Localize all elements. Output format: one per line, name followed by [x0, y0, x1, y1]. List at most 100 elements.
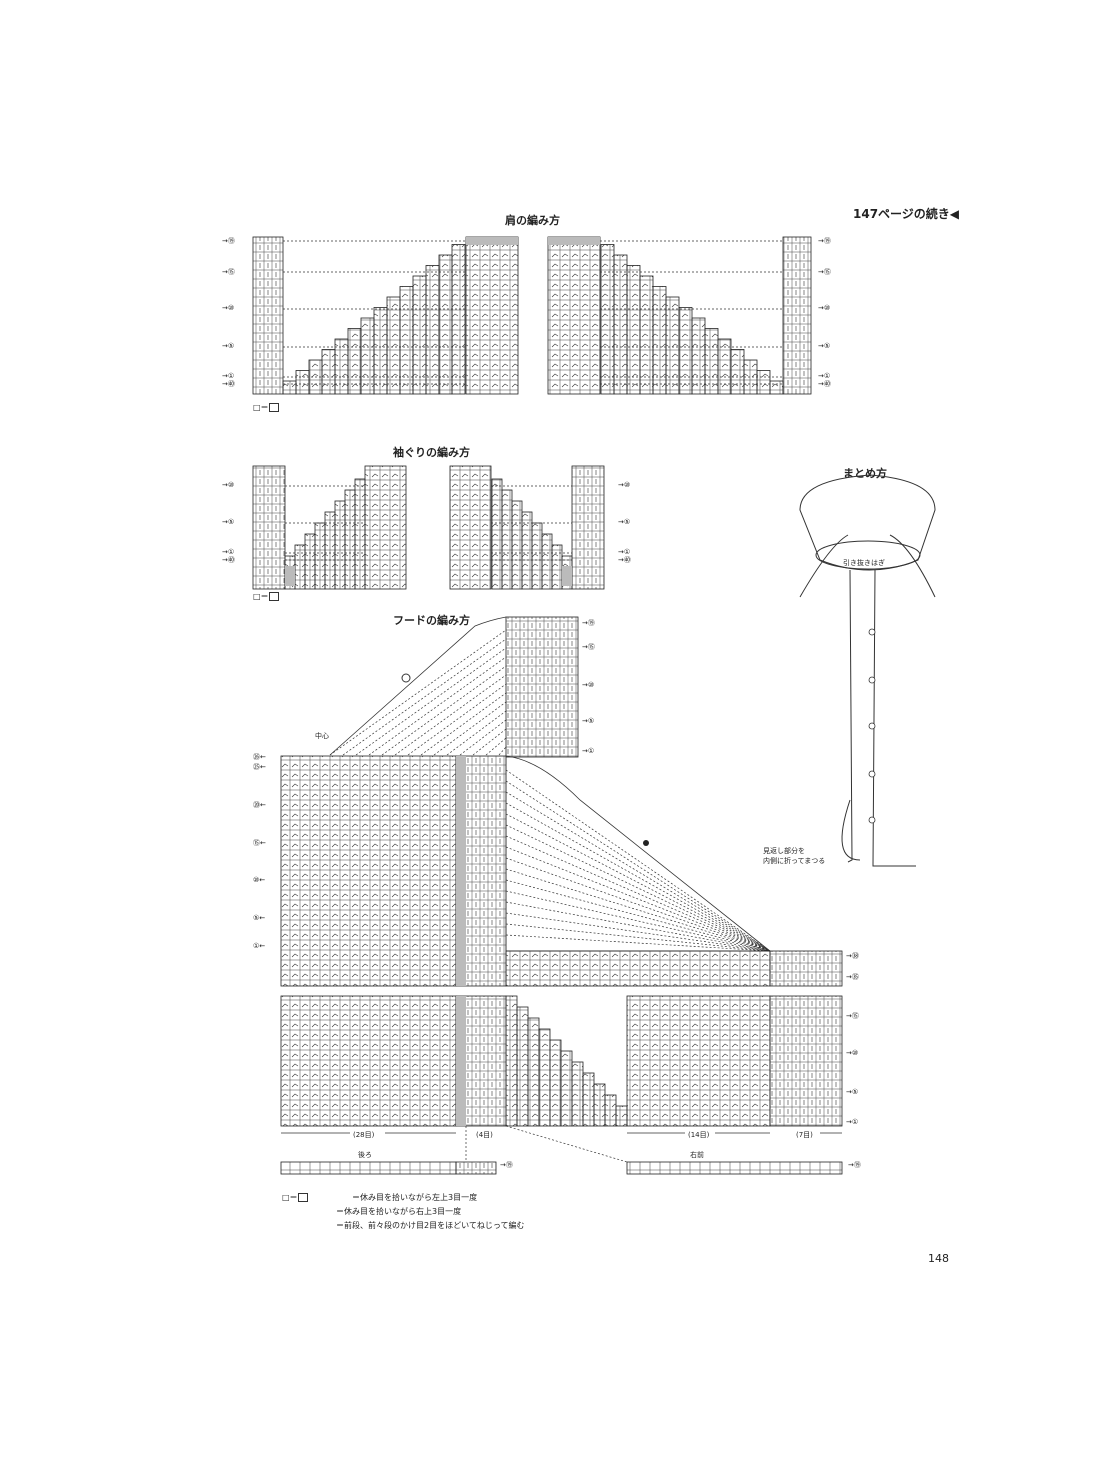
- hood-lower-label-1: →⑩: [846, 1049, 859, 1057]
- button-mark-1: [868, 676, 876, 684]
- hood-lower-step: [516, 1006, 529, 1127]
- hood-lower-step: [604, 1094, 617, 1127]
- armhole-right-block: [449, 465, 492, 590]
- armhole-left-step: [344, 489, 356, 590]
- shoulder-left-step: [399, 286, 414, 395]
- armhole-left-step: [294, 544, 306, 590]
- hood-right-rib: [769, 950, 843, 987]
- shoulder-right-step: [626, 265, 641, 395]
- shoulder-row-left-2: →⑩: [222, 304, 235, 312]
- hood-right-pickup: [505, 835, 771, 952]
- hood-lower-label-0: →⑮: [846, 1012, 859, 1020]
- shoulder-right-step: [691, 317, 706, 395]
- armhole-left-step: [354, 478, 366, 590]
- hood-right-pickup: [505, 813, 771, 952]
- hood-pickup-line: [368, 656, 507, 756]
- armhole-row-right-2: →①: [618, 548, 631, 556]
- shoulder-row-left-5: →㊵: [222, 380, 235, 388]
- hood-legend-3: ＝休み目を拾いながら右上3目一度: [336, 1207, 462, 1216]
- button-mark-2: [868, 722, 876, 730]
- shoulder-row-right-4: →①: [818, 372, 831, 380]
- shoulder-right-step: [730, 349, 745, 395]
- hood-pickup-line: [420, 692, 507, 756]
- assembly-fold: [841, 799, 861, 861]
- hood-pickup-line: [446, 710, 507, 756]
- armhole-right-step: [491, 478, 503, 590]
- hood-lower-step: [593, 1083, 606, 1127]
- shoulder-left-step: [282, 380, 297, 395]
- hood-right-label-0: →㊳: [846, 952, 859, 960]
- hood-pickup-line: [485, 737, 507, 756]
- shoulder-row-left-0: →⑲: [222, 237, 235, 245]
- width-28: (28目): [353, 1131, 375, 1139]
- hood-panel-label-4: →①: [582, 747, 595, 755]
- shoulder-right-step: [613, 254, 628, 395]
- hood-pickup-line: [433, 701, 507, 756]
- hood-lower-left: [280, 995, 457, 1127]
- hood-right-pickup: [505, 769, 771, 952]
- hood-pickup-line: [498, 746, 507, 756]
- shoulder-left-step: [451, 244, 466, 395]
- hood-right-pickup: [505, 912, 771, 952]
- hood-upper-label-0: ㉖←: [253, 753, 266, 761]
- hood-legend-2: ＝休み目を拾いながら左上3目一度: [352, 1193, 478, 1202]
- armhole-row-left-0: →⑩: [222, 481, 235, 489]
- hood-curve-left: [329, 616, 507, 756]
- shoulder-right-step: [678, 307, 693, 395]
- armhole-right-gray: [562, 566, 572, 586]
- armhole-right-step: [541, 533, 553, 590]
- hood-right-pickup: [505, 802, 771, 952]
- shoulder-right-step: [769, 380, 784, 395]
- armhole-right-step: [521, 511, 533, 590]
- shoulder-row-left-1: →⑮: [222, 268, 235, 276]
- armhole-left-step: [324, 511, 336, 590]
- armhole-left-step: [304, 533, 316, 590]
- shoulder-left-step: [373, 307, 388, 395]
- shoulder-left-step: [295, 370, 310, 395]
- armhole-right-rib: [571, 465, 605, 590]
- armhole-row-right-0: →⑩: [618, 481, 631, 489]
- armhole-row-left-2: →①: [222, 548, 235, 556]
- shoulder-left-step: [438, 254, 453, 395]
- armhole-row-right-3: →㊵: [618, 556, 631, 564]
- armhole-right-step: [531, 522, 543, 590]
- hood-lower-step: [560, 1050, 573, 1127]
- armhole-left-step: [334, 500, 346, 590]
- hood-lower-step: [527, 1017, 540, 1127]
- shoulder-title: 肩の編み方: [505, 214, 560, 227]
- button-mark-0: [868, 628, 876, 636]
- hood-lower-step: [549, 1039, 562, 1127]
- hood-lower-gray: [456, 996, 466, 1126]
- hood-pickup-line: [342, 638, 507, 756]
- hood-pickup-line: [381, 665, 507, 756]
- hood-upper-label-2: ⑳←: [253, 801, 266, 809]
- hood-pickup-line: [407, 683, 507, 756]
- hood-pickup-line: [394, 674, 507, 756]
- hood-right-pickup: [505, 824, 771, 952]
- continued-note: 147ページの続き◀: [853, 207, 960, 221]
- shoulder-right-step: [756, 370, 771, 395]
- hood-upper-label-5: ⑤←: [253, 914, 266, 922]
- shoulder-right-block: [547, 236, 601, 395]
- shoulder-row-right-3: →⑤: [818, 342, 831, 350]
- page-number: 148: [928, 1252, 949, 1265]
- armhole-legend: □＝: [253, 591, 279, 602]
- width-4: (4目): [476, 1131, 493, 1139]
- front-strip: [626, 1161, 843, 1175]
- shoulder-row-left-4: →①: [222, 372, 235, 380]
- assembly-center-label: 引き抜きはぎ: [843, 559, 885, 567]
- hood-right-pickup: [505, 923, 771, 952]
- armhole-title: 袖ぐりの編み方: [393, 446, 470, 459]
- shoulder-legend: □＝: [253, 402, 279, 413]
- shoulder-left-step: [412, 275, 427, 395]
- hood-lower-label-2: →⑤: [846, 1088, 859, 1096]
- width-14: (14目): [688, 1131, 710, 1139]
- armhole-row-left-1: →⑤: [222, 518, 235, 526]
- hood-panel-label-2: →⑩: [582, 681, 595, 689]
- back-strip: [280, 1161, 457, 1175]
- hood-pickup-line: [459, 719, 507, 756]
- shoulder-right-step: [665, 296, 680, 395]
- hood-right-pickup: [505, 890, 771, 952]
- shoulder-left-step: [425, 265, 440, 395]
- hood-right-pickup: [505, 901, 771, 952]
